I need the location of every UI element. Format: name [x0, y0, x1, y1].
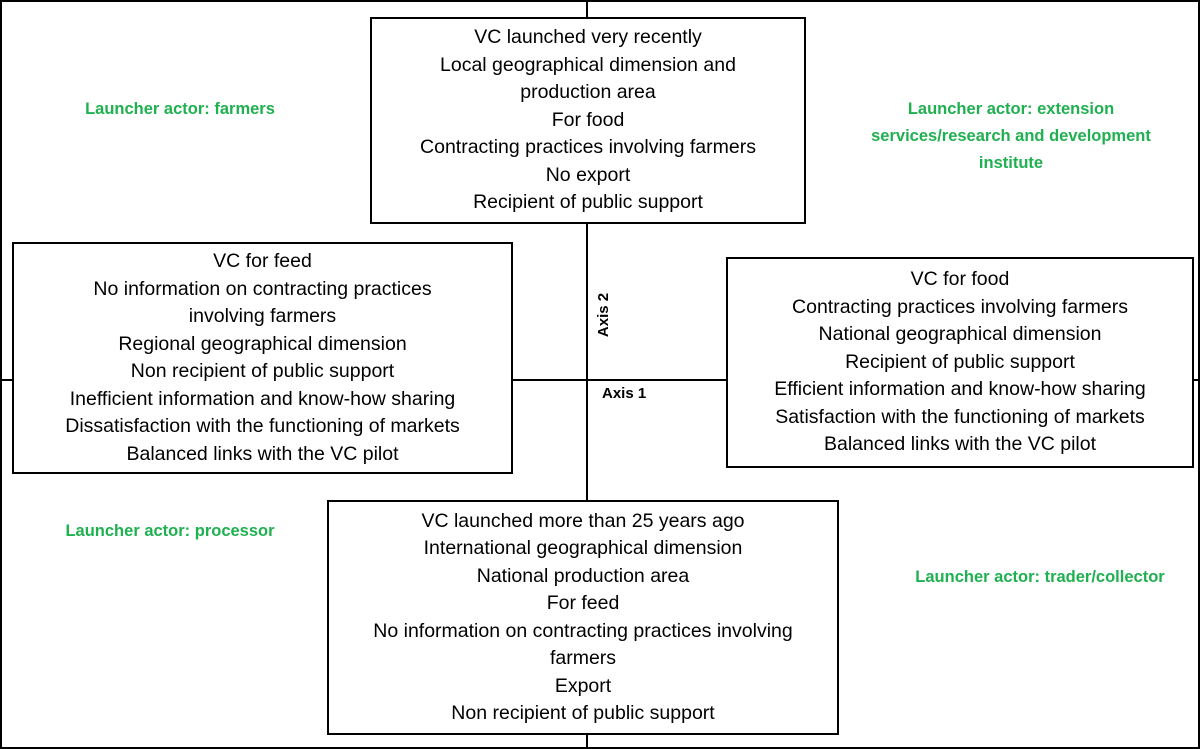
box-line: For feed: [546, 592, 620, 614]
bottom-characteristics-box: VC launched more than 25 years ago Inter…: [327, 500, 839, 735]
box-line: For food: [551, 108, 625, 131]
box-line: Efficient information and know-how shari…: [774, 378, 1146, 401]
box-line: Satisfaction with the functioning of mar…: [775, 405, 1145, 428]
box-line: Dissatisfaction with the functioning of …: [65, 415, 460, 437]
box-line: Contracting practices involving farmers: [792, 295, 1128, 318]
box-line: Export: [554, 674, 612, 697]
box-line: Balanced links with the VC pilot: [126, 442, 399, 465]
box-line: Non recipient of public support: [451, 702, 715, 724]
box-line: Recipient of public support: [845, 350, 1075, 373]
box-line: VC launched very recently: [474, 26, 702, 49]
box-line: Contracting practices involving farmers: [420, 136, 756, 159]
box-line: Regional geographical dimension: [118, 332, 407, 355]
left-characteristics-box: VC for feed No information on contractin…: [12, 242, 513, 474]
launcher-farmers-label: Launcher actor: farmers: [85, 100, 275, 118]
axis-1-line: [2, 379, 1198, 381]
box-line: production area: [520, 81, 656, 104]
axis-1-label: Axis 1: [602, 385, 647, 402]
box-line: International geographical dimension: [423, 537, 743, 559]
box-line: No export: [545, 163, 631, 186]
box-line: No information on contracting practices …: [373, 619, 793, 642]
box-line: involving farmers: [188, 305, 337, 327]
box-line: VC for food: [910, 268, 1010, 291]
box-line: VC for feed: [213, 250, 312, 272]
launcher-processor-label: Launcher actor: processor: [65, 522, 275, 540]
box-line: National geographical dimension: [818, 323, 1102, 346]
box-line: Non recipient of public support: [130, 360, 395, 382]
launcher-extension-label: Launcher actor: extension services/resea…: [871, 100, 1151, 172]
launcher-trader-label: Launcher actor: trader/collector: [915, 568, 1165, 586]
top-characteristics-box: VC launched very recently Local geograph…: [370, 17, 806, 224]
box-line: VC launched more than 25 years ago: [421, 509, 745, 532]
axis-2-label: Axis 2: [595, 292, 612, 338]
box-line: Local geographical dimension and: [440, 53, 736, 76]
right-characteristics-box: VC for food Contracting practices involv…: [726, 257, 1194, 468]
box-line: Recipient of public support: [473, 191, 703, 214]
box-line: farmers: [549, 647, 617, 669]
axis-2-line: [586, 2, 588, 747]
box-line: National production area: [476, 564, 690, 587]
box-line: Inefficient information and know-how sha…: [69, 387, 456, 410]
box-line: No information on contracting practices: [93, 277, 432, 300]
box-line: Balanced links with the VC pilot: [823, 433, 1097, 456]
